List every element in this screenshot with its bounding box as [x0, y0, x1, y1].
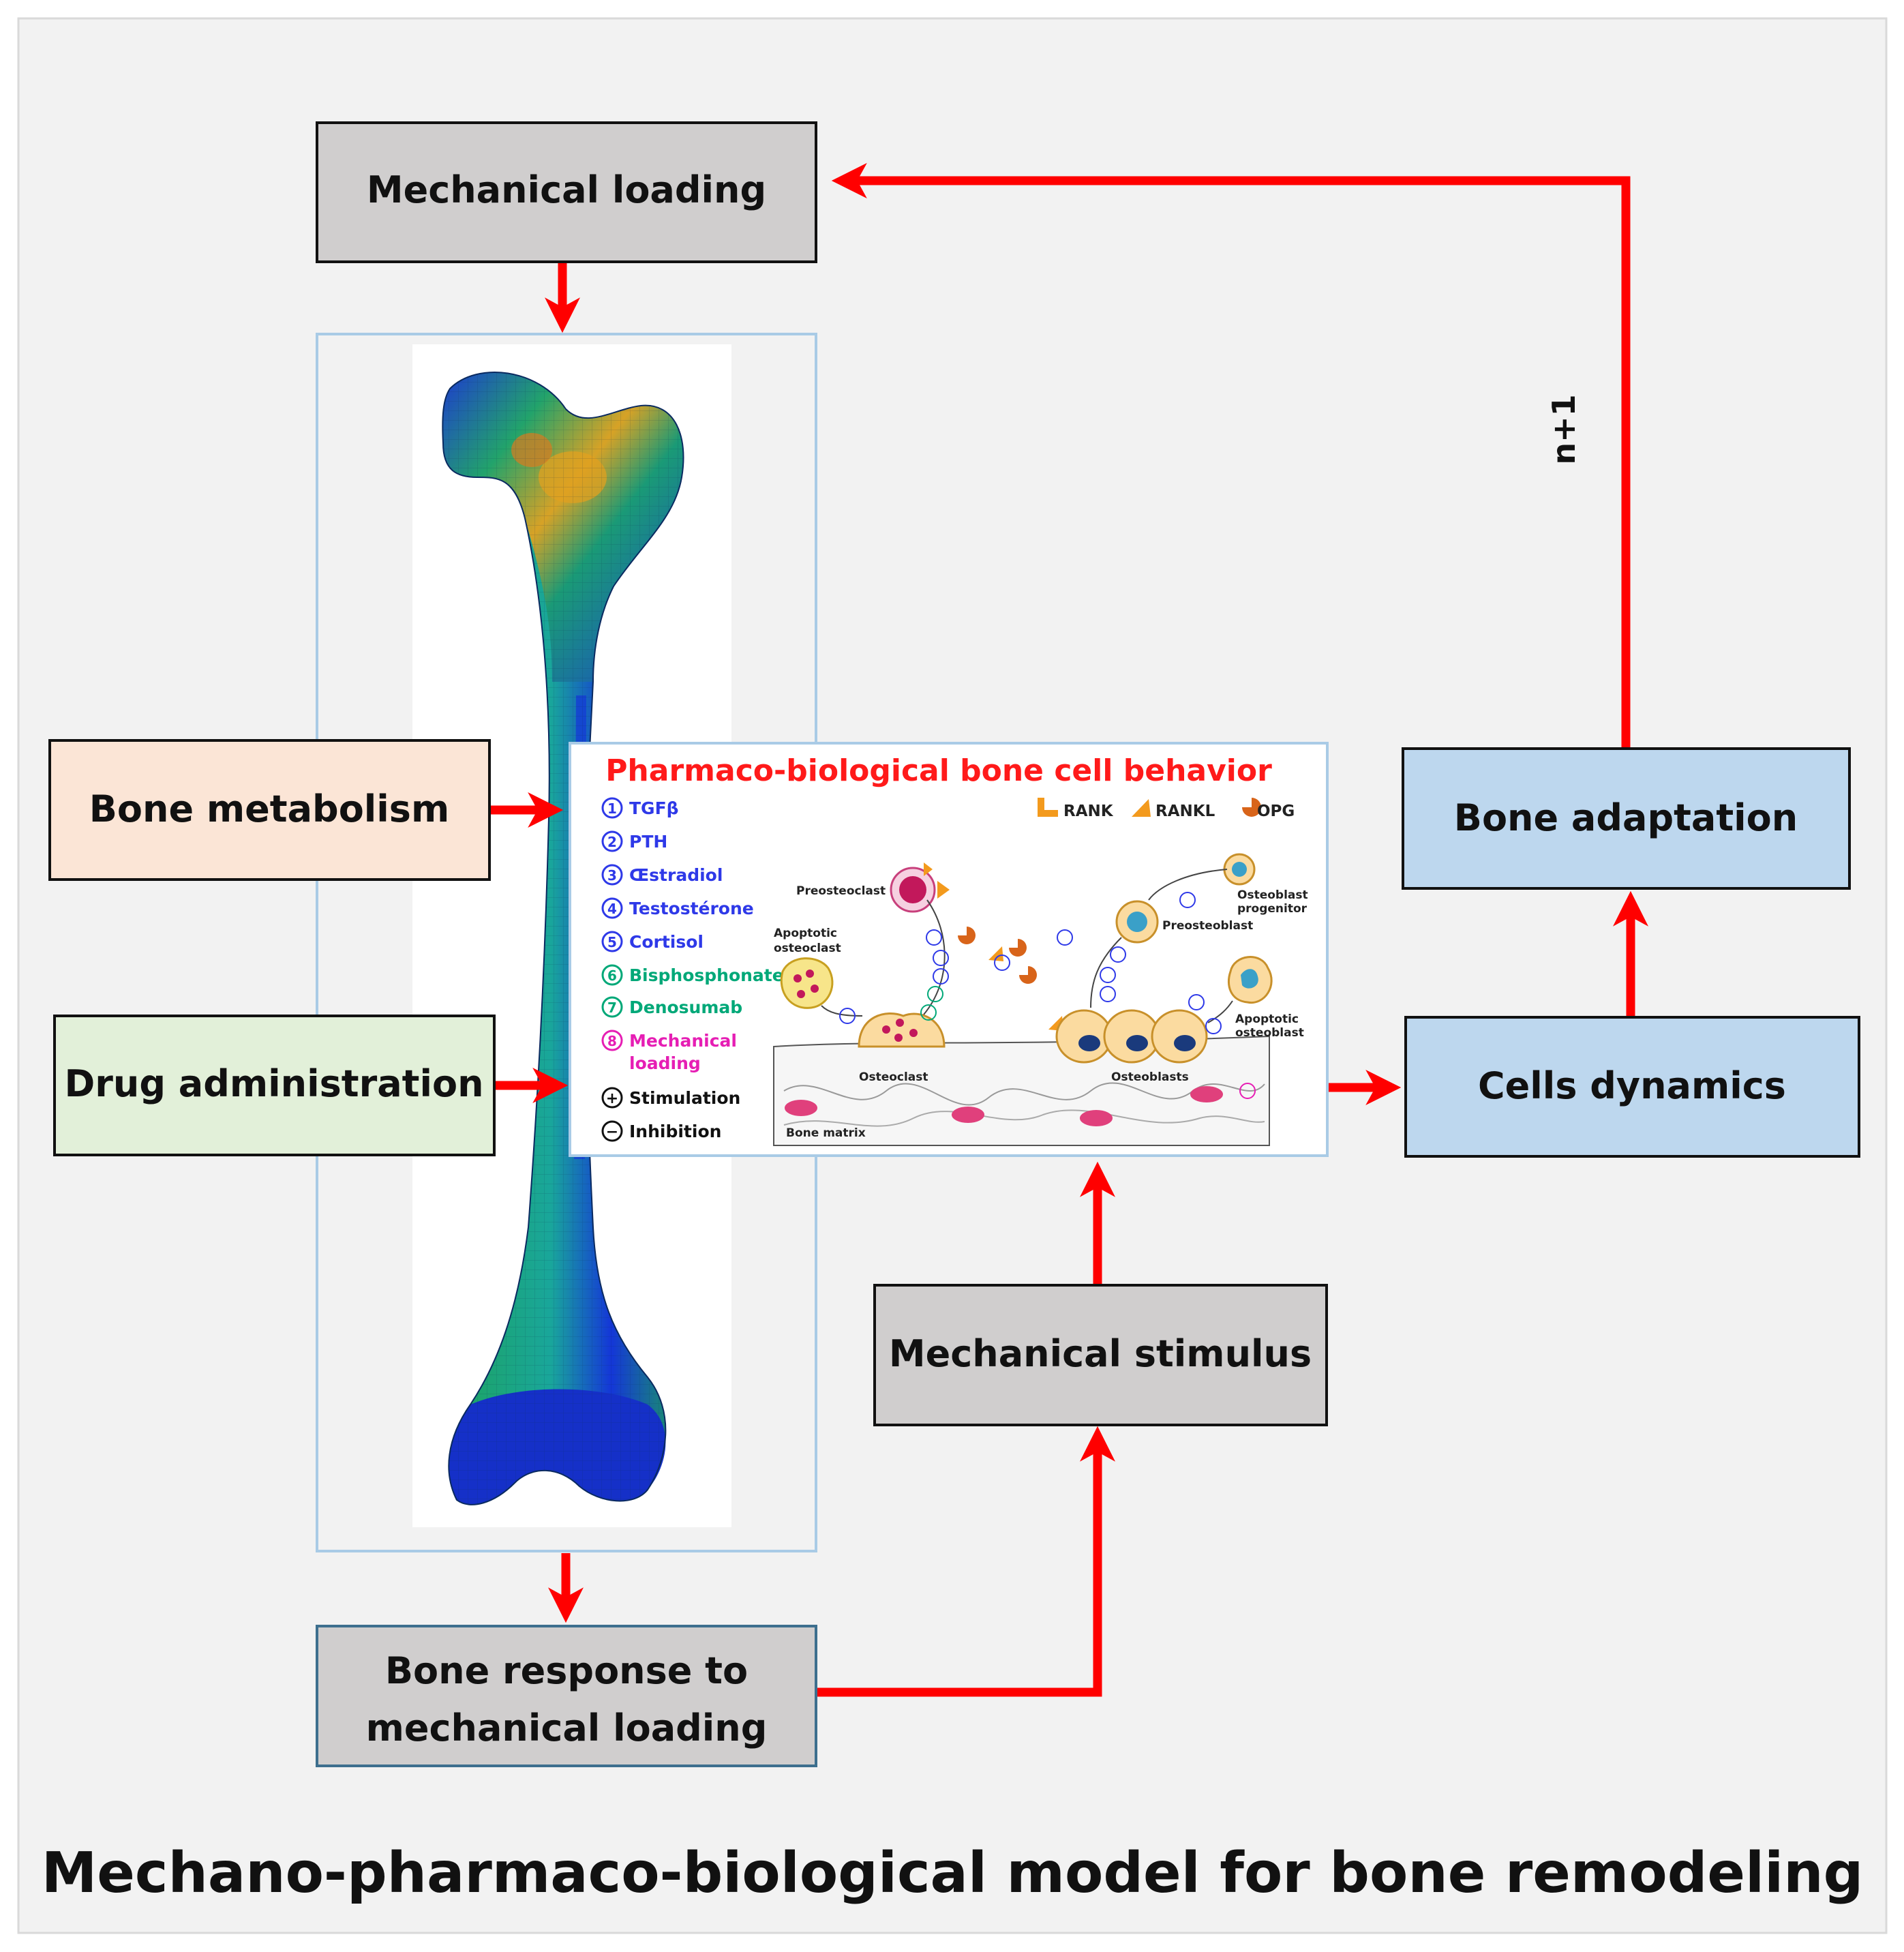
label-bone-metabolism: Bone metabolism — [89, 787, 449, 830]
box-cells-dynamics: Cells dynamics — [1404, 1016, 1860, 1158]
inset-title: Pharmaco-biological bone cell behavior — [605, 753, 1272, 788]
legend-num-inhibition: − — [606, 1124, 618, 1141]
label-apoptotic-osteoblast-2: osteoblast — [1235, 1026, 1304, 1040]
label-drug-administration: Drug administration — [64, 1062, 483, 1105]
apoptotic-osteoclast-cell — [780, 957, 834, 1009]
label-osteoblast-progenitor-1: Osteoblast — [1237, 888, 1308, 902]
box-mechanical-stimulus: Mechanical stimulus — [873, 1284, 1328, 1426]
legend-num-2: 2 — [607, 834, 617, 850]
legend-num-stimulation: + — [606, 1090, 618, 1107]
label-bone-matrix: Bone matrix — [786, 1126, 866, 1140]
label-bone-response-line2: mechanical loading — [366, 1707, 768, 1750]
receptor-opg: OPG — [1257, 802, 1295, 820]
box-mechanical-loading: Mechanical loading — [316, 121, 817, 263]
legend-num-3: 3 — [607, 867, 617, 884]
arrows — [491, 163, 1648, 1697]
legend-num-4: 4 — [607, 901, 617, 917]
legend-label-stimulation: Stimulation — [629, 1088, 740, 1108]
label-osteoblast-progenitor-2: progenitor — [1237, 902, 1308, 916]
legend-label-8: Mechanical — [629, 1031, 737, 1051]
legend-label-inhibition: Inhibition — [629, 1122, 721, 1141]
legend-label-8b: loading — [629, 1053, 701, 1073]
osteoclast-lineage: Preosteoclast Apoptotic osteoclast Osteo… — [774, 862, 950, 1084]
box-bone-metabolism: Bone metabolism — [48, 739, 491, 881]
label-mechanical-stimulus: Mechanical stimulus — [889, 1332, 1312, 1375]
label-bone-response-line1: Bone response to — [385, 1649, 748, 1692]
osteoblast-lineage: Osteoblast progenitor Preosteoblast Oste… — [1055, 853, 1308, 1084]
legend-item-stimulation: + Stimulation — [601, 1087, 740, 1109]
legend-item-inhibition: − Inhibition — [601, 1120, 721, 1142]
box-drug-administration: Drug administration — [53, 1015, 496, 1156]
legend-item-6: 6 Bisphosphonates — [601, 964, 794, 986]
loop-label: n+1 — [1545, 394, 1582, 464]
bone-matrix: Bone matrix — [773, 1035, 1270, 1146]
free-ligands — [958, 927, 1063, 1031]
arrow-adaptation-feedback-loop — [831, 163, 1631, 748]
label-apoptotic-osteoclast-1: Apoptotic — [774, 927, 837, 940]
legend-item-1: 1 TGFβ — [601, 797, 679, 819]
osteocyte-cells — [785, 1086, 1223, 1126]
rank-icon — [1038, 798, 1058, 817]
label-osteoclast: Osteoclast — [859, 1070, 928, 1084]
label-preosteoclast: Preosteoclast — [796, 884, 886, 898]
box-bone-response: Bone response to mechanical loading — [316, 1625, 817, 1767]
legend-label-5: Cortisol — [629, 932, 704, 952]
legend-label-3: Œstradiol — [629, 865, 723, 885]
legend-item-8: 8 Mechanical loading — [601, 1030, 737, 1073]
label-bone-adaptation: Bone adaptation — [1454, 796, 1798, 839]
legend-num-8: 8 — [607, 1033, 617, 1049]
legend-num-5: 5 — [607, 934, 617, 950]
legend-item-3: 3 Œstradiol — [601, 864, 723, 886]
label-cells-dynamics: Cells dynamics — [1478, 1064, 1786, 1107]
legend-item-5: 5 Cortisol — [601, 931, 704, 952]
label-mechanical-loading: Mechanical loading — [367, 168, 766, 211]
legend-label-2: PTH — [629, 832, 667, 852]
legend-num-6: 6 — [607, 967, 617, 984]
regulation-markers — [839, 892, 1256, 1099]
legend-label-7: Denosumab — [629, 997, 742, 1017]
legend-item-4: 4 Testostérone — [601, 897, 754, 919]
box-bone-adaptation: Bone adaptation — [1402, 747, 1851, 890]
legend-label-6: Bisphosphonates — [629, 965, 794, 985]
receptor-rank: RANK — [1063, 802, 1114, 820]
label-apoptotic-osteoclast-2: osteoclast — [774, 942, 841, 955]
rankl-icon — [1132, 799, 1151, 817]
legend-num-1: 1 — [607, 800, 617, 817]
footer-title: Mechano-pharmaco-biological model for bo… — [42, 1841, 1864, 1906]
opg-icon — [1242, 798, 1261, 817]
femur-illustration — [442, 372, 684, 1505]
arrow-response-to-stimulus — [816, 1426, 1115, 1697]
legend-label-1: TGFβ — [629, 798, 679, 818]
legend-item-7: 7 Denosumab — [601, 996, 742, 1018]
legend-label-4: Testostérone — [629, 899, 754, 918]
legend-num-7: 7 — [607, 1000, 617, 1016]
label-apoptotic-osteoblast-1: Apoptotic — [1235, 1012, 1299, 1026]
receptor-legend: RANK RANKL OPG — [1038, 798, 1295, 820]
label-preosteoblast: Preosteoblast — [1162, 919, 1253, 933]
inset-legend: 1 TGFβ 2 PTH 3 Œstradiol 4 Testostérone … — [601, 797, 794, 1142]
osteoblast-cells — [1055, 1009, 1208, 1064]
inset-panel: Pharmaco-biological bone cell behavior 1… — [569, 742, 1329, 1157]
label-osteoblasts: Osteoblasts — [1111, 1070, 1189, 1084]
receptor-rankl: RANKL — [1155, 802, 1215, 820]
legend-item-2: 2 PTH — [601, 830, 667, 852]
osteoclast-cell — [858, 1012, 946, 1048]
